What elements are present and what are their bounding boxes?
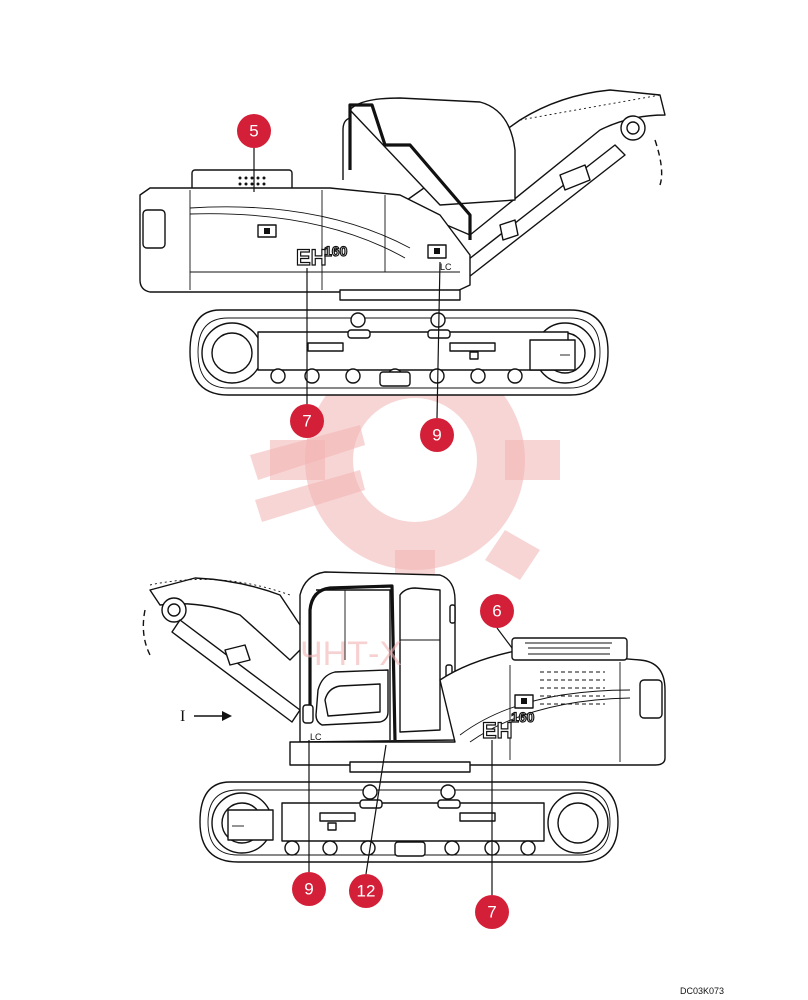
callout-9-bottom: 9 [292, 872, 326, 906]
bottom-track-rollers [284, 840, 536, 856]
callout-7-top: 7 [290, 404, 324, 438]
excavator-bottom-view: EH 160 LC [142, 571, 666, 863]
svg-text:5: 5 [249, 122, 258, 141]
svg-text:9: 9 [304, 880, 313, 899]
variant-label-bottom: LC [310, 732, 322, 742]
view-marker-label: I [180, 708, 185, 725]
callout-9-top: 9 [420, 418, 454, 452]
svg-text:6: 6 [492, 602, 501, 621]
callout-7-bottom: 7 [475, 895, 509, 929]
callout-6: 6 [480, 594, 514, 628]
watermark-text: ЧНТ-Х [300, 635, 402, 673]
svg-text:12: 12 [357, 882, 376, 901]
leader-lines [253, 148, 513, 895]
callout-12: 12 [349, 874, 383, 908]
svg-text:7: 7 [487, 903, 496, 922]
model-badge-top: EH [296, 245, 327, 270]
variant-label-top: LC [440, 262, 452, 272]
excavator-top-view: EH 160 LC [139, 89, 666, 396]
figure-code: DC03K073 [680, 986, 725, 996]
model-number-top: 160 [324, 243, 348, 259]
bottom-vent-grille [525, 642, 612, 705]
svg-text:7: 7 [302, 412, 311, 431]
view-arrow-marker: I [180, 708, 232, 725]
model-badge-bottom: EH [482, 718, 513, 743]
top-vent-dots [238, 176, 266, 186]
svg-text:9: 9 [432, 426, 441, 445]
callout-5: 5 [237, 114, 271, 148]
model-number-bottom: 160 [511, 709, 535, 725]
